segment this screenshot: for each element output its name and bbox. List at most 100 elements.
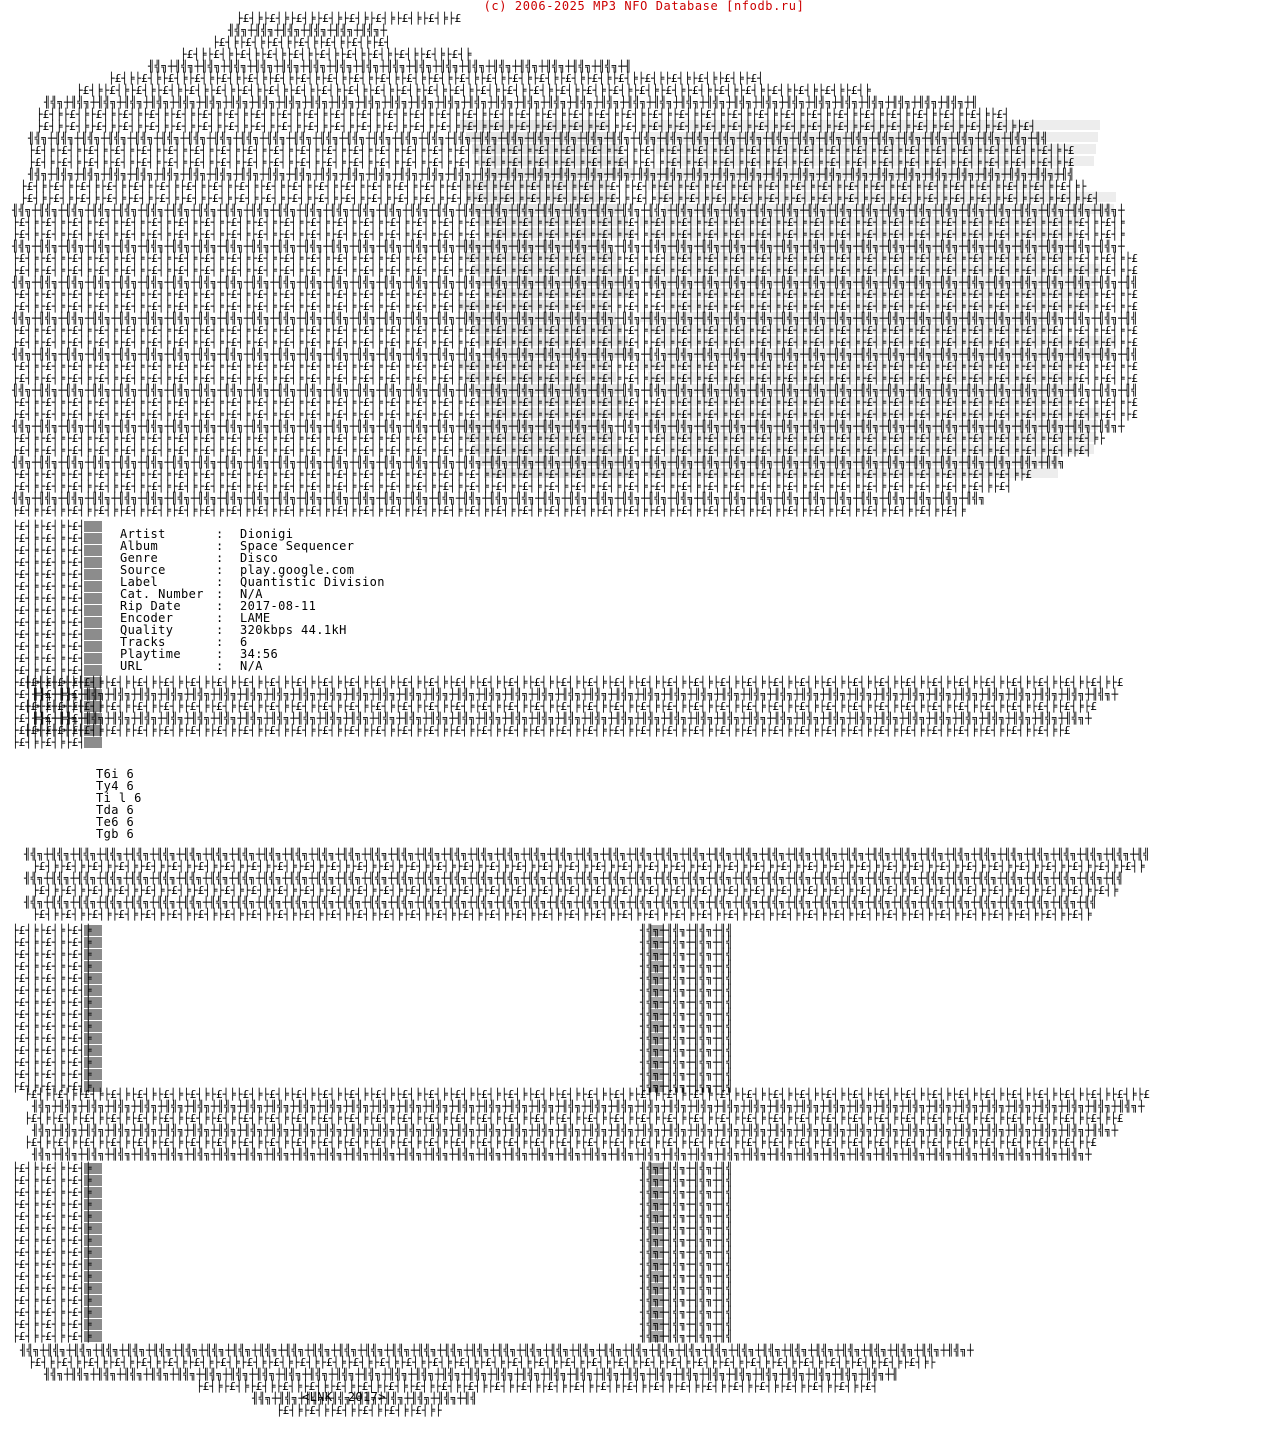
ascii-shade <box>84 1259 102 1270</box>
ascii-shade <box>472 444 622 454</box>
ascii-shade <box>84 973 102 984</box>
ascii-shade <box>650 949 664 960</box>
ascii-row: ├£┤╞├£┤╞├£┤╞ <box>12 1079 92 1093</box>
ascii-row: ├£┤╞├£┤╞├£┤╞├£┤╞├£┤╞├£┤╞├£┤╞├£┤╞├£┤╞├£┤╞… <box>32 907 1092 921</box>
ascii-shade <box>84 737 102 748</box>
ascii-shade <box>84 593 102 604</box>
ascii-row: ├£┤╞├£┤╞├£┤╞├£┤╞├£┤╞├£┤╞├£┤╞├£┤╞├£┤╞├£┤╞… <box>12 335 1138 349</box>
ascii-row: ├£┤╞├£┤╞├£┤╞├£┤╞├£┤╞├£┤╞├£┤╞├£┤╞├£┤╞├£┤╞… <box>24 1111 1123 1125</box>
ascii-shade <box>640 216 1080 226</box>
ascii-row: ├£┤╞├£┤╞├£┤╞├£┤╞├£┤╞├£┤╞├£┤╞├£┤╞├£┤╞├£┤╞… <box>36 107 1010 121</box>
ascii-row: ├£┤╞├£┤╞├£┤╞├£┤╞├£┤╞├£┤╞├ <box>276 1403 442 1417</box>
ascii-row: ├£┤╞├£┤╞├£┤╞├£┤╞├£┤╞├£┤╞├£┤╞├£┤╞├£┤╞├£┤╞… <box>12 359 1138 373</box>
ascii-row: ├£┤╞├£┤╞├£┤╞├£┤╞├£┤╞├£┤╞├£┤╞├£┤╞├£┤╞├£┤╞… <box>12 371 1138 385</box>
info-separator: : <box>216 575 224 589</box>
ascii-row: ╢╣╗┼╢╣╗┼╢╣╗┼╢╣╗┼╢╣╗┼╢╣╗┼ <box>227 23 387 37</box>
ascii-shade <box>84 1223 102 1234</box>
ascii-shade <box>484 468 634 478</box>
ascii-shade <box>664 396 1074 406</box>
ascii-row: ╢╣╗┼╢╣╗┼╢╣╗┼╢╣╗┼╢╣╗┼╢╣╗┼╢╣╗┼╢╣╗┼╢╣╗┼╢╣╗┼… <box>31 1123 1118 1137</box>
ascii-shade <box>648 324 1058 334</box>
ascii-shade <box>84 1247 102 1258</box>
ascii-shade <box>84 725 102 736</box>
ascii-shade <box>478 336 628 346</box>
ascii-shade <box>648 420 1098 430</box>
ascii-shade <box>484 168 634 178</box>
ascii-art-rows: ├£┤╞├£┤╞├£┤╞├£┤╞├£┤╞├£┤╞├£┤╞├£┤╞├£╢╣╗┼╢╣… <box>11 11 1150 1417</box>
info-separator: : <box>216 659 224 673</box>
ascii-row: ╢╣╗┼╢╣╗┼╢╣╗┼╢╣╗┼╢╣╗┼╢╣╗┼╢╣╗┼╢╣╗┼╢╣╗┼╢╣╗┼… <box>19 1343 974 1357</box>
ascii-row: ├£┤╞├£┤╞├£┤ <box>12 567 85 581</box>
ascii-row: ╢╣╗┼╢╣╗┼╢╣╗┼╢╣ <box>639 935 733 949</box>
ascii-shade <box>484 288 634 298</box>
track-line: Ty4 6 <box>96 779 135 793</box>
ascii-row: ├£┤╞├£┤╞├£┤╞├£┤╞├£┤╞├£┤╞├£┤╞├£┤╞├£┤╞├£┤╞… <box>28 143 1074 157</box>
ascii-row: ╢╣╗┼╢╣╗┼╢╣╗┼╢╣╗┼╢╣╗┼╢╣╗┼╢╣╗┼╢╣╗┼╢╣╗┼╢╣╗┼… <box>31 1147 1092 1161</box>
ascii-shade <box>84 961 102 972</box>
info-separator: : <box>216 599 224 613</box>
ascii-row: ╢╣╗┼╢╣╗┼╢╣╗┼╢╣ <box>639 1067 733 1081</box>
ascii-row: ├£┤╞├£┤╞├£┤ <box>12 603 85 617</box>
info-value: 34:56 <box>240 647 279 661</box>
info-value: 6 <box>240 635 248 649</box>
ascii-row: ╢╣╗┼╢╣╗┼╢╣╗┼╢╣ <box>639 1161 733 1175</box>
ascii-shade <box>640 264 1100 274</box>
info-value: Quantistic Division <box>240 575 385 589</box>
ascii-row: ├£┤╞├£┤╞├£┤╞ <box>12 995 92 1009</box>
track-line: T6i 6 <box>96 767 135 781</box>
ascii-shade <box>84 653 102 664</box>
ascii-row: ├£┤╞├£┤╞├£┤╞├£┤╞├£┤╞├£┤╞├£┤╞├£┤╞├£┤╞├£┤╞… <box>196 1379 878 1393</box>
ascii-row: ╢╣╗┼╢╣╗┼╢╣╗┼╢╣ <box>639 1233 733 1247</box>
ascii-row: ├£┤╞├£┤╞├£┤╞├£┤╞├£┤╞├£┤╞├£┤╞├£┤╞├£┤╞├£┤╞… <box>12 227 1125 241</box>
ascii-row: ├£┤╞├£┤╞├£┤╞├£┤╞├£┤╞├£┤╞├£┤╞├£┤╞├£┤╞├£┤╞… <box>12 251 1138 265</box>
ascii-shade <box>478 216 628 226</box>
ascii-row: ├£┤╞├£┤╞├£┤╞├£┤╞├£┤╞├£┤╞├£┤╞├£┤╞├£┤╞├£┤╞… <box>12 443 1091 457</box>
ascii-row: ╢╣╗┼╢╣╗┼╢╣╗┼╢╣ <box>639 1281 733 1295</box>
ascii-shade <box>466 372 616 382</box>
ascii-row: ╢╣╗┼╢╣╗┼╢╣╗┼╢╣ <box>639 1173 733 1187</box>
ascii-row: ╢╣╗┼╢╣╗┼╢╣╗┼╢╣ <box>639 923 733 937</box>
ascii-row: ├£┤╞├£┤╞├£┤╞ <box>12 947 92 961</box>
ascii-row: ├£┤╞├£┤╞├£┤╞ <box>12 1245 92 1259</box>
ascii-row: ╢╣╗┼╢╣╗┼╢╣╗┼╢╣ <box>639 1269 733 1283</box>
ascii-shade <box>650 1247 664 1258</box>
ascii-row: ╢╣╗┼╢╣╗┼╢╣╗┼╢╣╗┼╢╣╗┼╢╣╗┼╢╣╗┼╢╣╗┼╢╣╗┼╢╣╗┼… <box>11 239 1125 253</box>
ascii-row: ╢╣╗┼╢╣╗┼╢╣╗┼╢╣ <box>639 971 733 985</box>
ascii-row: ├£┤╞├£┤╞├£┤╞├£┤╞├£┤╞├£┤╞├£┤╞├£┤╞├£┤╞├£┤╞… <box>180 47 472 61</box>
ascii-row: ╢╣╗┼╢╣╗┼╢╣╗┼╢╣ <box>639 1019 733 1033</box>
ascii-shade <box>84 1331 102 1342</box>
ascii-row: ├£┤╞├£┤╞├£┤╞ <box>12 1055 92 1069</box>
ascii-shade <box>650 1235 664 1246</box>
ascii-row: ╢╣╗┼╢╣╗┼╢╣╗┼╢╣ <box>639 1055 733 1069</box>
info-value: Space Sequencer <box>240 539 355 553</box>
ascii-shade <box>656 432 1096 442</box>
info-separator: : <box>216 527 224 541</box>
ascii-row: ╢╣╗┼╢╣╗┼╢╣╗┼╢╣ <box>639 1221 733 1235</box>
info-value: 320kbps 44.1kH <box>240 623 347 637</box>
ascii-shade <box>650 1283 664 1294</box>
ascii-row: ├£┤╞├£┤╞├£┤╞ <box>12 1067 92 1081</box>
ascii-row: ╢╣╗┼╢╣╗┼╢╣╗┼╢╣ <box>639 1007 733 1021</box>
ascii-row: ╢╣╗┼╢╣╗┼╢╣╗┼╢╣╗┼╢╣╗┼╢╣╗┼╢╣╗┼╢╣╗┼╢╣╗┼╢╣╗┼… <box>11 203 1125 217</box>
ascii-shade <box>484 408 634 418</box>
ascii-shade <box>84 1175 102 1186</box>
info-label: Quality <box>120 623 174 637</box>
ascii-row: ╢╣╗┼╢╣╗┼╢╣╗┼╢╣ <box>639 1197 733 1211</box>
ascii-shade <box>650 1033 664 1044</box>
ascii-row: ╢╣╗┼╢╣╗┼╢╣╗┼╢╣╗┼╢╣╗┼╢╣╗┼╢╣╗┼╢╣╗┼╢╣╗┼╢╣╗┼… <box>147 59 631 73</box>
ascii-row: ├£┤╞├£┤╞├£┤ <box>12 651 85 665</box>
ascii-shade <box>650 1319 664 1330</box>
ascii-row: ╢╣╗┼╢╣╗┼╢╣╗┼╢╣ <box>639 995 733 1009</box>
ascii-shade <box>664 204 1114 214</box>
ascii-row: ├£┤╞├£┤╞├£┤╞├£┤╞├£┤╞├£┤╞├£┤╞├£┤╞├£┤╞├£┤╞… <box>12 503 966 517</box>
ascii-row: ├£┤╞├£┤╞├£┤╞ <box>12 923 92 937</box>
info-separator: : <box>216 635 224 649</box>
ascii-row: ├£┤╞├£┤╞├£┤╞ <box>12 1197 92 1211</box>
ascii-shade <box>648 372 1078 382</box>
info-value: play.google.com <box>240 563 355 577</box>
footer-credit: <LNK 2017> <box>302 1390 386 1404</box>
ascii-shade <box>650 1021 664 1032</box>
info-value: LAME <box>240 611 271 625</box>
ascii-shade <box>460 420 610 430</box>
info-label: Rip Date <box>120 599 181 613</box>
